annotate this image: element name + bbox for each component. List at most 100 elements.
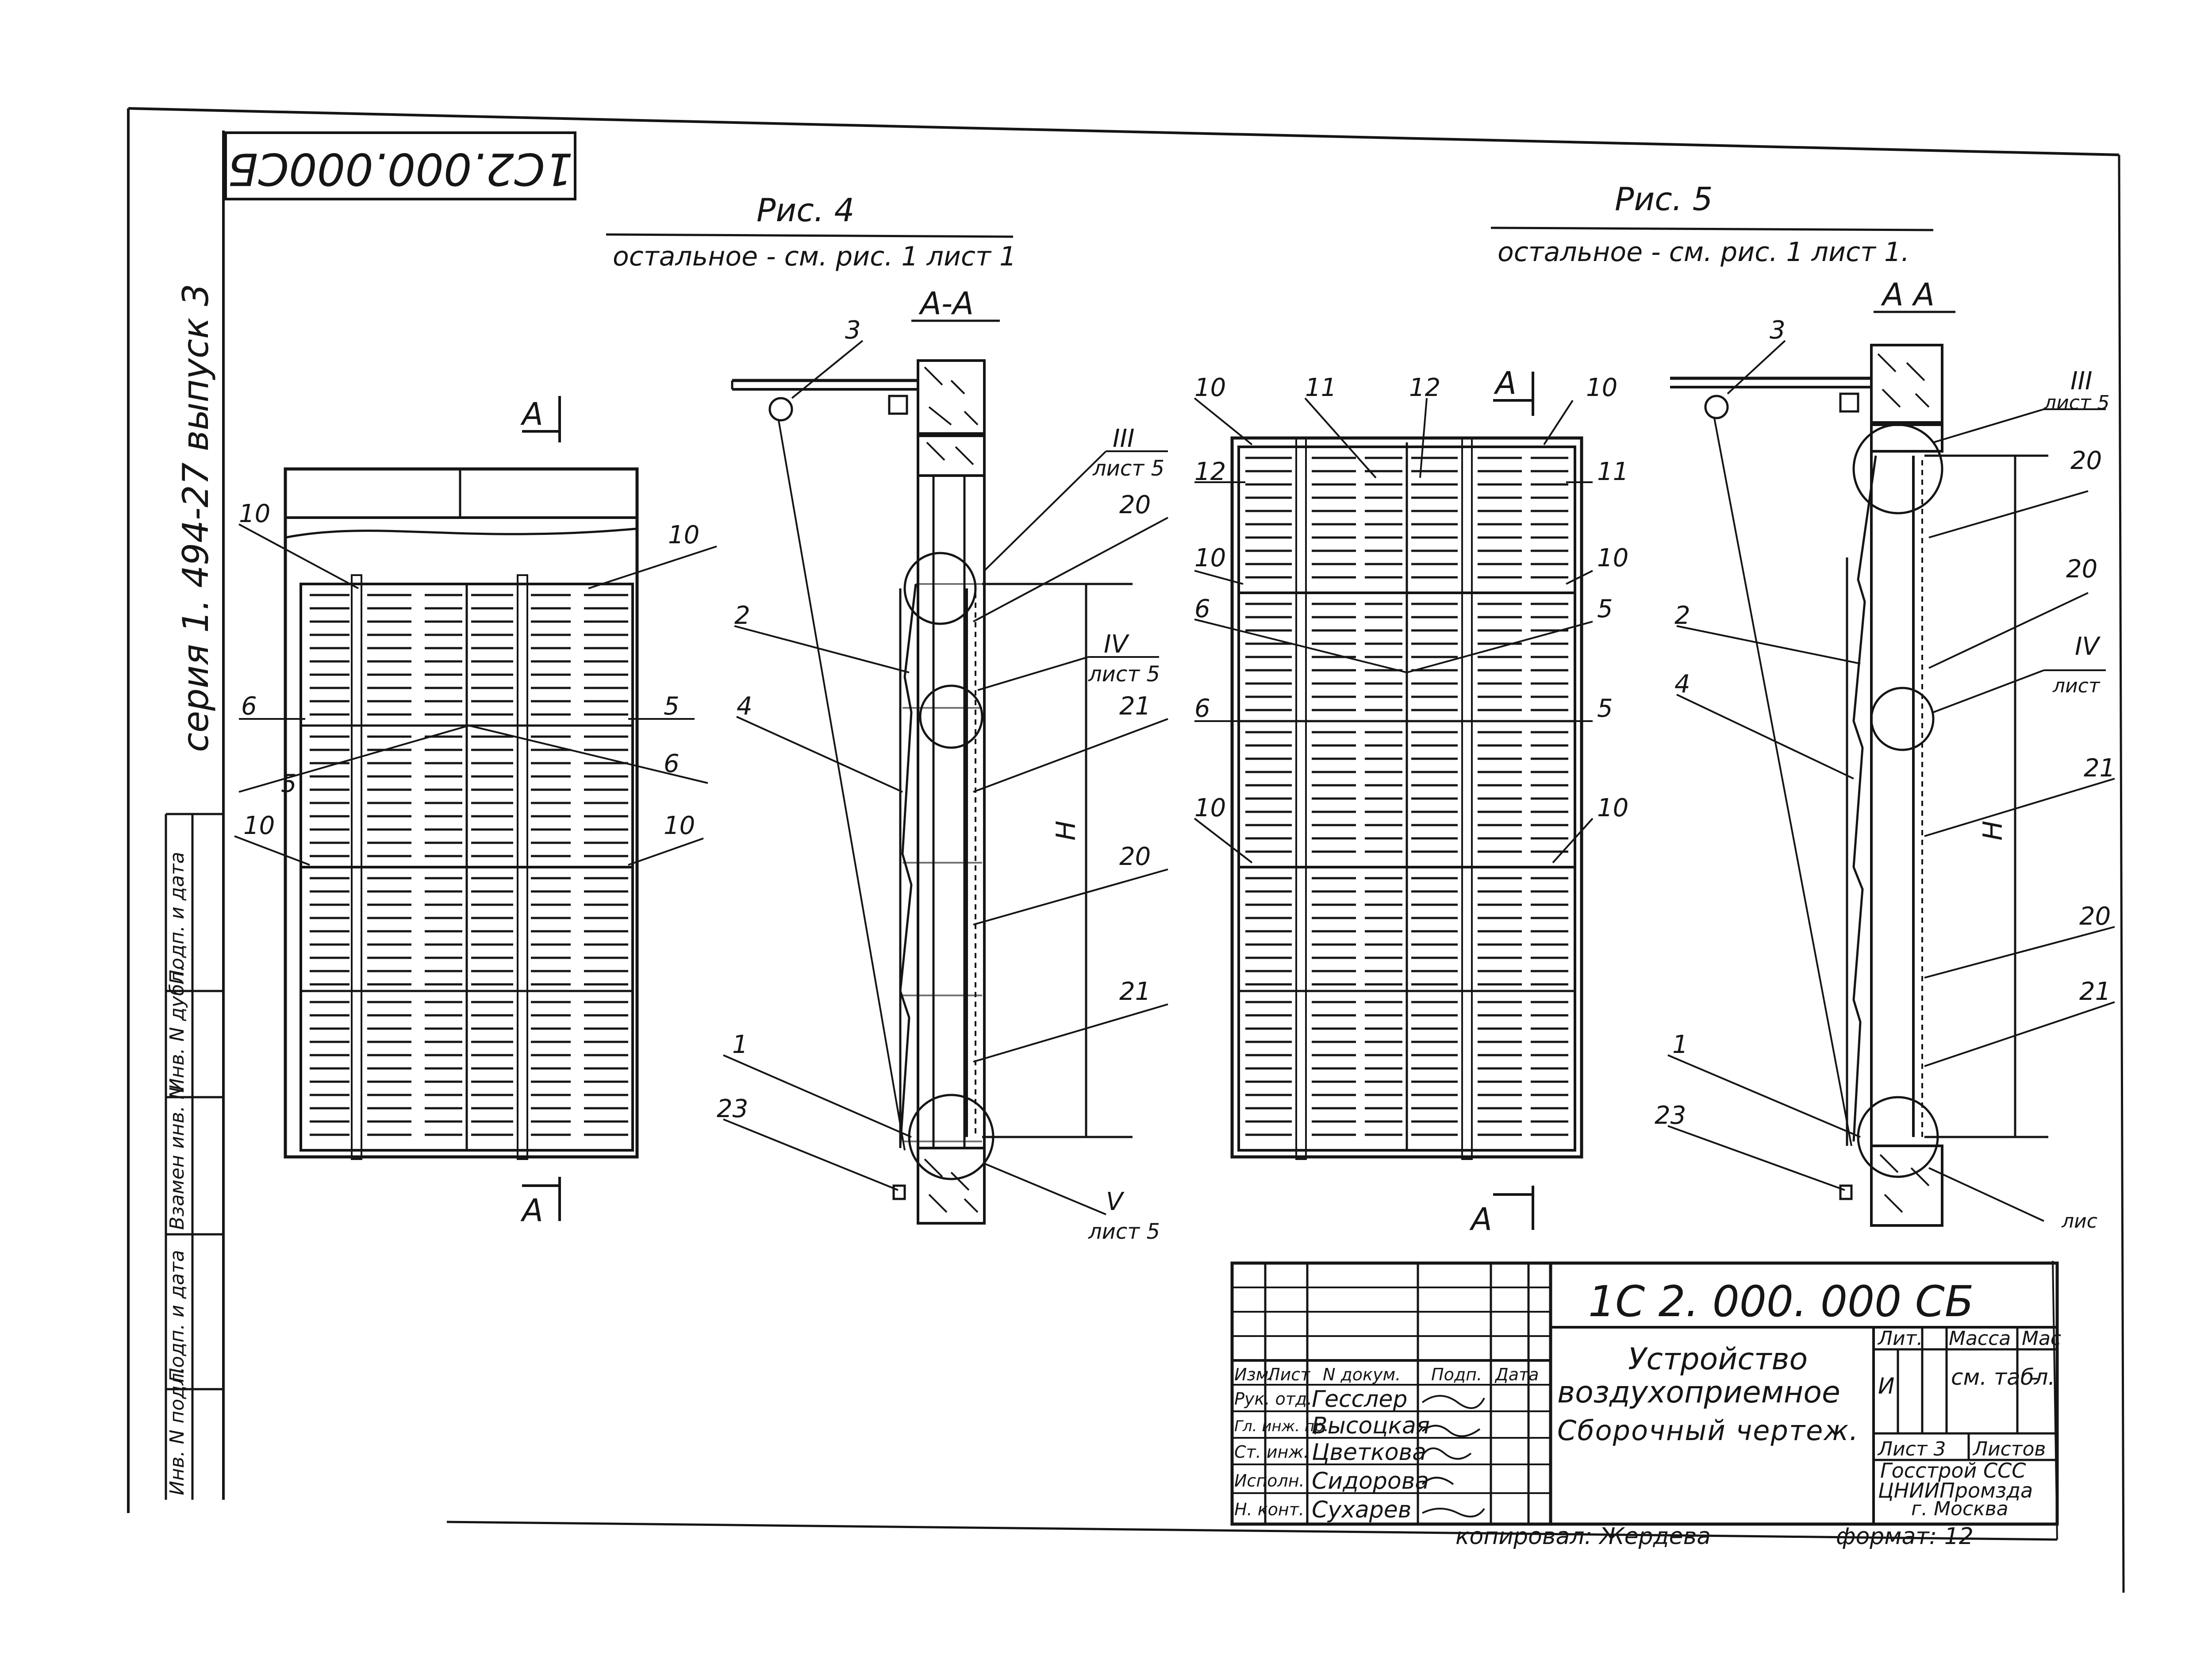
tb-name-line-1: Устройство xyxy=(1628,1342,1808,1377)
fig4-note: остальное - см. рис. 1 лист 1 xyxy=(613,241,1016,272)
fig5-label-20c: 20 xyxy=(2079,902,2111,931)
strip-field-2: Инв. N дубл. xyxy=(166,965,188,1093)
fig4-view-III: III xyxy=(1113,424,1135,453)
fig5-view-IV-sheet: лист xyxy=(2052,675,2101,697)
tb-header-izm: Изм. xyxy=(1234,1365,1274,1384)
fig4-callout-3: 6 xyxy=(241,692,257,721)
fig5-title: Рис. 5 xyxy=(1615,181,1713,218)
signatures xyxy=(1421,1395,1485,1517)
fig5-callout-8: 10 xyxy=(1597,544,1628,572)
fig4-title: Рис. 4 xyxy=(757,192,854,229)
fig4-label-4: 4 xyxy=(737,692,753,721)
fig5-note: остальное - см. рис. 1 лист 1. xyxy=(1498,237,1909,268)
fig5-callout-7: 10 xyxy=(1194,544,1226,572)
fig5-view-V-sheet: лис xyxy=(2061,1210,2097,1233)
tb-role-3: Ст. инж. xyxy=(1234,1442,1309,1462)
tb-mass-header: Масса xyxy=(1949,1327,2011,1350)
fig5-callout-6: 11 xyxy=(1597,457,1628,486)
tb-lit-value: И xyxy=(1878,1373,1894,1399)
strip-field-3: Взамен инв. N xyxy=(166,1085,188,1230)
tb-mass-value: см. табл. xyxy=(1951,1364,2055,1390)
tb-name-line-3: Сборочный чертеж. xyxy=(1557,1414,1858,1447)
tb-name-5: Сухарев xyxy=(1312,1497,1411,1523)
tb-header-list: Лист xyxy=(1267,1365,1311,1384)
fig4-label-23: 23 xyxy=(717,1095,748,1123)
fig4-callout-1: 10 xyxy=(239,499,270,528)
fig5-front-view: А А 10 11 12 10 12 11 10 10 6 5 6 5 10 1… xyxy=(1194,365,1628,1237)
tb-name-line-2: воздухоприемное xyxy=(1557,1375,1840,1410)
copied-by: копировал: Жердева xyxy=(1455,1523,1711,1550)
fig5-view-IV: IV xyxy=(2075,632,2101,661)
doc-code-box: 1С2.000.000СБ xyxy=(224,131,576,200)
tb-header-ndok: N докум. xyxy=(1323,1365,1401,1384)
fig5-callout-3: 12 xyxy=(1409,373,1440,402)
fig5-label-3: 3 xyxy=(1770,316,1786,345)
left-strip: Подп. и дата Инв. N дубл. Взамен инв. N … xyxy=(165,813,223,1500)
doc-code-top: 1С2.000.000СБ xyxy=(228,143,573,195)
fig5-label-1: 1 xyxy=(1672,1030,1688,1059)
tb-org-line-1: Госстрой ССС xyxy=(1880,1459,2026,1483)
strip-field-1: Подп. и дата xyxy=(166,852,188,984)
fig4-view-V-sheet: лист 5 xyxy=(1088,1219,1160,1244)
fig5-label-23: 23 xyxy=(1655,1101,1686,1130)
fig4-section-view: А-А 3 Н xyxy=(717,285,1168,1244)
fig5-label-20b: 20 xyxy=(2066,555,2097,584)
fig4-caption: Рис. 4 остальное - см. рис. 1 лист 1 xyxy=(606,192,1016,272)
fig5-callout-1: 10 xyxy=(1194,373,1226,402)
tb-scale-value: - xyxy=(2031,1364,2039,1390)
format-label: формат: 12 xyxy=(1836,1523,1974,1550)
series-label: серия 1. 494-27 выпуск 3 xyxy=(175,284,216,752)
fig4-label-20b: 20 xyxy=(1119,842,1151,871)
fig5-callout-14: 10 xyxy=(1597,794,1628,822)
fig4-label-21a: 21 xyxy=(1119,692,1151,721)
fig5-section-mark-bottom: А xyxy=(1469,1201,1492,1237)
tb-sheet-label: Лист 3 xyxy=(1877,1438,1946,1460)
tb-org-line-2: ЦНИИПромзда xyxy=(1878,1479,2033,1502)
doc-code-main: 1С 2. 000. 000 СБ xyxy=(1588,1277,1974,1326)
title-block: Изм. Лист N докум. Подп. Дата Рук. отд. … xyxy=(1230,1261,2061,1526)
tb-name-4: Сидорова xyxy=(1312,1468,1429,1494)
tb-sheets-label: Листов xyxy=(1972,1438,2046,1460)
fig4-callout-6: 6 xyxy=(664,749,680,778)
fig4-callout-2: 10 xyxy=(668,521,699,549)
fig4-label-3: 3 xyxy=(845,316,861,345)
fig5-label-4: 4 xyxy=(1674,670,1690,699)
fig4-view-IV: IV xyxy=(1104,630,1130,659)
fig4-callout-4: 5 xyxy=(664,692,680,721)
fig5-label-21b: 21 xyxy=(2079,977,2111,1006)
fig5-callout-9: 6 xyxy=(1194,595,1210,623)
fig4-view-IV-sheet: лист 5 xyxy=(1088,662,1160,687)
fig5-callout-13: 10 xyxy=(1194,794,1226,822)
fig5-callout-4: 10 xyxy=(1586,373,1617,402)
fig5-view-III: III xyxy=(2070,367,2093,396)
fig4-section-title: А-А xyxy=(918,285,974,322)
tb-name-2: Высоцкая xyxy=(1312,1413,1430,1439)
fig5-section-mark-top: А xyxy=(1494,365,1517,401)
strip-field-4: Подп. и дата xyxy=(166,1250,188,1383)
fig5-section-title: А А xyxy=(1881,277,1935,313)
fig4-view-III-sheet: лист 5 xyxy=(1092,456,1164,481)
fig4-label-20a: 20 xyxy=(1119,491,1151,519)
tb-lit-header: Лит. xyxy=(1877,1327,1923,1350)
tb-header-podp: Подп. xyxy=(1431,1365,1482,1384)
fig5-section-view: А А 3 Н III лист 5 20 20 IV xyxy=(1655,277,2115,1233)
fig5-dim-H: Н xyxy=(1978,821,2008,841)
tb-role-5: Н. конт. xyxy=(1234,1500,1304,1519)
fig4-section-mark-top: А xyxy=(520,396,543,432)
fig5-view-III-sheet: лист 5 xyxy=(2043,392,2110,414)
tb-name-3: Цветкова xyxy=(1312,1439,1426,1466)
fig4-label-1: 1 xyxy=(732,1030,748,1059)
fig4-callout-7: 10 xyxy=(243,811,275,840)
tb-scale-header: Мас xyxy=(2022,1327,2061,1350)
fig4-label-21b: 21 xyxy=(1119,977,1151,1006)
fig5-caption: Рис. 5 остальное - см. рис. 1 лист 1. xyxy=(1490,181,1934,268)
tb-role-4: Исполн. xyxy=(1234,1471,1305,1490)
tb-org-line-3: г. Москва xyxy=(1911,1498,2008,1520)
fig5-label-20a: 20 xyxy=(2070,446,2102,475)
fig5-callout-12: 5 xyxy=(1597,694,1613,723)
fig5-label-2: 2 xyxy=(1674,601,1690,630)
fig4-callout-8: 10 xyxy=(664,811,695,840)
tb-role-2: Гл. инж. пр. xyxy=(1234,1417,1329,1435)
